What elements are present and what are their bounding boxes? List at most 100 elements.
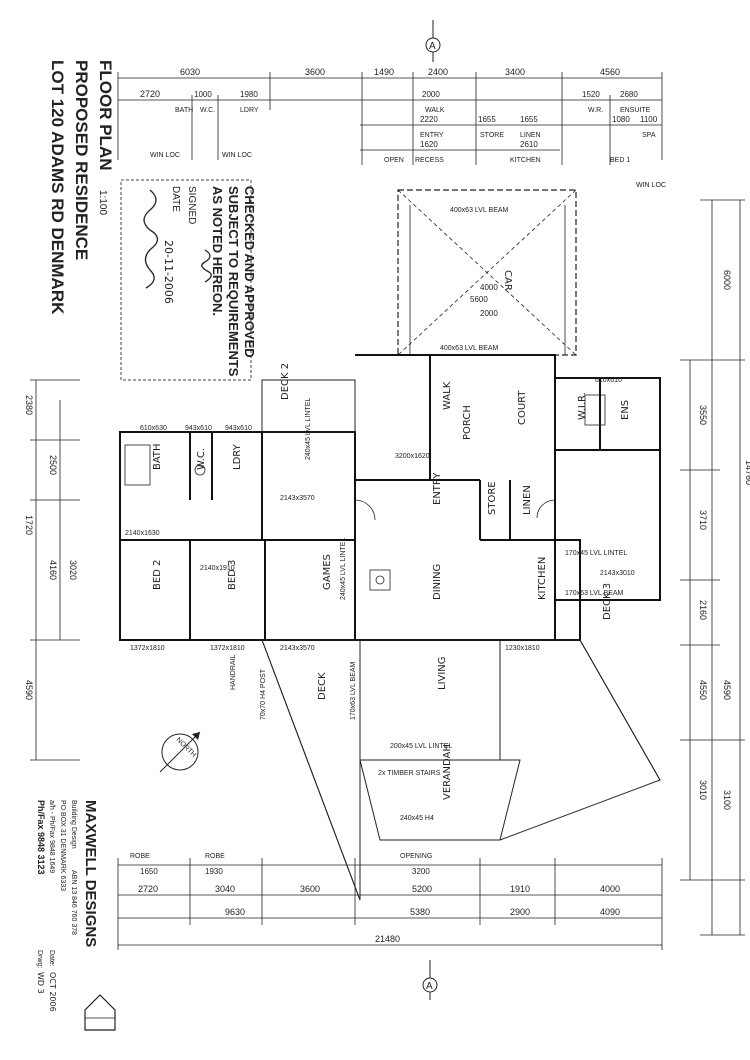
right-dimension-labels: 6000 3550 3710 2160 4550 3010 14760 4590… xyxy=(698,270,750,810)
room-kitchen: KITCHEN xyxy=(537,557,548,600)
dim-right-9: 3100 xyxy=(722,790,732,810)
left-dimension-labels: 2380 2500 1720 4160 3020 4590 xyxy=(24,395,78,700)
dim-top-r3-4: 1080 xyxy=(612,115,630,124)
top-label-entry: ENTRY xyxy=(420,132,444,139)
bottom-dimension-labels: ROBE ROBE OPENING 3200 1650 1930 2720 30… xyxy=(130,853,620,944)
title-scale: 1:100 xyxy=(97,190,108,215)
top-label-store: STORE xyxy=(480,132,504,139)
title-lot-address: LOT 120 ADAMS RD DENMARK xyxy=(48,60,67,315)
dim-top-r2-5: 1520 xyxy=(582,90,600,99)
note-win-5: 1372x1810 xyxy=(210,645,245,652)
room-wc: W.C. xyxy=(196,448,207,470)
dim-bottom-6: 4000 xyxy=(600,884,620,894)
dim-top-r3-5: 1100 xyxy=(640,115,658,124)
room-bed3: BED 3 xyxy=(227,560,238,590)
top-label-wr: W.R. xyxy=(588,107,603,114)
dim-left-3: 1720 xyxy=(24,515,34,535)
dim-top-5: 3400 xyxy=(505,67,525,77)
dim-top-r2-3: 1980 xyxy=(240,90,258,99)
dim-top-r2-1: 2720 xyxy=(140,89,160,99)
dim-right-8: 4590 xyxy=(722,680,732,700)
note-win-9: 2143x3010 xyxy=(600,570,635,577)
firm-block: MAXWELL DESIGNS Building Design ABN 13 8… xyxy=(36,800,99,1012)
right-dimensions xyxy=(680,199,745,936)
dim-left-1: 2380 xyxy=(24,395,34,415)
car-beam-note: 400x63 LVL BEAM xyxy=(450,207,509,214)
dim-right-7: 14760 xyxy=(744,460,750,485)
room-store: STORE xyxy=(487,481,498,515)
note-win-11: 2140x1910 xyxy=(200,565,235,572)
note-win-12: 2140x1630 xyxy=(125,530,160,537)
bottom-label-1930: 1930 xyxy=(205,867,223,876)
top-label-wc: W.C. xyxy=(200,107,215,114)
dim-bottom-overall: 21480 xyxy=(375,934,400,944)
firm-name: MAXWELL DESIGNS xyxy=(82,800,99,947)
room-verandah: VERANDAH xyxy=(442,744,453,800)
room-deck2: DECK 2 xyxy=(280,363,291,400)
room-games: GAMES xyxy=(322,554,333,590)
room-living: LIVING xyxy=(437,656,448,690)
dim-left-5: 3020 xyxy=(68,560,78,580)
dim-right-5: 4550 xyxy=(698,680,708,700)
room-labels: DECK 2 BATH W.C. LDRY BED 2 BED 3 GAMES … xyxy=(152,363,631,800)
note-win-2: 943x610 xyxy=(185,425,212,432)
dim-bottom-r2-4: 4090 xyxy=(600,907,620,917)
room-bath: BATH xyxy=(152,443,163,470)
dim-top-r4-2: 2610 xyxy=(520,140,538,149)
firm-date-value: OCT 2006 xyxy=(48,972,57,1012)
stamp-date-value: 20-11-2006 xyxy=(162,240,175,304)
note-beam-games: 240x45 LVL LINTEL xyxy=(340,538,347,600)
top-label-winloc1: WIN LOC xyxy=(150,152,180,159)
room-wir: W.I.R. xyxy=(577,392,588,420)
room-porch: PORCH xyxy=(462,405,473,440)
room-walk: WALK xyxy=(442,381,453,410)
top-label-ldry: LDRY xyxy=(240,107,259,114)
bottom-label-robe-2: ROBE xyxy=(205,853,225,860)
dim-left-6: 4590 xyxy=(24,680,34,700)
dim-top-2: 3600 xyxy=(305,67,325,77)
top-label-kitchen: KITCHEN xyxy=(510,157,541,164)
room-dining: DINING xyxy=(432,564,443,600)
top-label-walk: WALK xyxy=(425,107,445,114)
dim-top-6: 4560 xyxy=(600,67,620,77)
dim-left-4: 4160 xyxy=(48,560,58,580)
stamp-signature xyxy=(143,189,159,289)
car-dim-2: 5600 xyxy=(470,295,488,304)
room-deck3: DECK 3 xyxy=(602,583,613,620)
stamp-initials xyxy=(201,249,212,283)
dim-bottom-2: 3040 xyxy=(215,884,235,894)
bottom-label-1650: 1650 xyxy=(140,867,158,876)
bottom-label-3200: 3200 xyxy=(412,867,430,876)
top-dimensions xyxy=(117,72,663,165)
dim-bottom-r2-1: 9630 xyxy=(225,907,245,917)
note-win-6: 2143x3570 xyxy=(280,645,315,652)
top-label-winloc3: WIN LOC xyxy=(636,182,666,189)
dim-top-r4-1: 1620 xyxy=(420,140,438,149)
dim-top-r3-1: 2220 xyxy=(420,115,438,124)
dim-bottom-1: 2720 xyxy=(138,884,158,894)
note-win-4: 1372x1810 xyxy=(130,645,165,652)
stamp-line2: SUBJECT TO REQUIREMENTS xyxy=(226,186,241,377)
bottom-dimensions xyxy=(117,858,663,950)
firm-line3: PO BOX 31 DENMARK 6333 xyxy=(59,800,66,891)
top-label-ensuite: ENSUITE xyxy=(620,107,651,114)
stamp-date-label: DATE xyxy=(170,186,181,212)
note-handrail: HANDRAIL xyxy=(230,654,237,690)
walk-beam-note: 400x63 LVL BEAM xyxy=(440,345,499,352)
note-post: 70x70 H4 POST xyxy=(260,668,267,720)
top-label-spa: SPA xyxy=(642,132,656,139)
construction-notes: 240x45 LVL LINTEL 240x45 LVL LINTEL 170x… xyxy=(125,377,635,822)
section-marker-label-bottom: A xyxy=(426,981,433,992)
room-bed2: BED 2 xyxy=(152,560,163,590)
dim-top-1: 6030 xyxy=(180,67,200,77)
bottom-label-robe-1: ROBE xyxy=(130,853,150,860)
room-deck: DECK xyxy=(317,672,328,700)
dim-right-6: 3010 xyxy=(698,780,708,800)
dim-left-2: 2500 xyxy=(48,455,58,475)
dim-bottom-3: 3600 xyxy=(300,884,320,894)
note-win-3: 943x610 xyxy=(225,425,252,432)
dim-right-2: 3550 xyxy=(698,405,708,425)
top-label-winloc2: WIN LOC xyxy=(222,152,252,159)
room-court: COURT xyxy=(517,390,528,425)
car-dim-1: 4000 xyxy=(480,283,498,292)
